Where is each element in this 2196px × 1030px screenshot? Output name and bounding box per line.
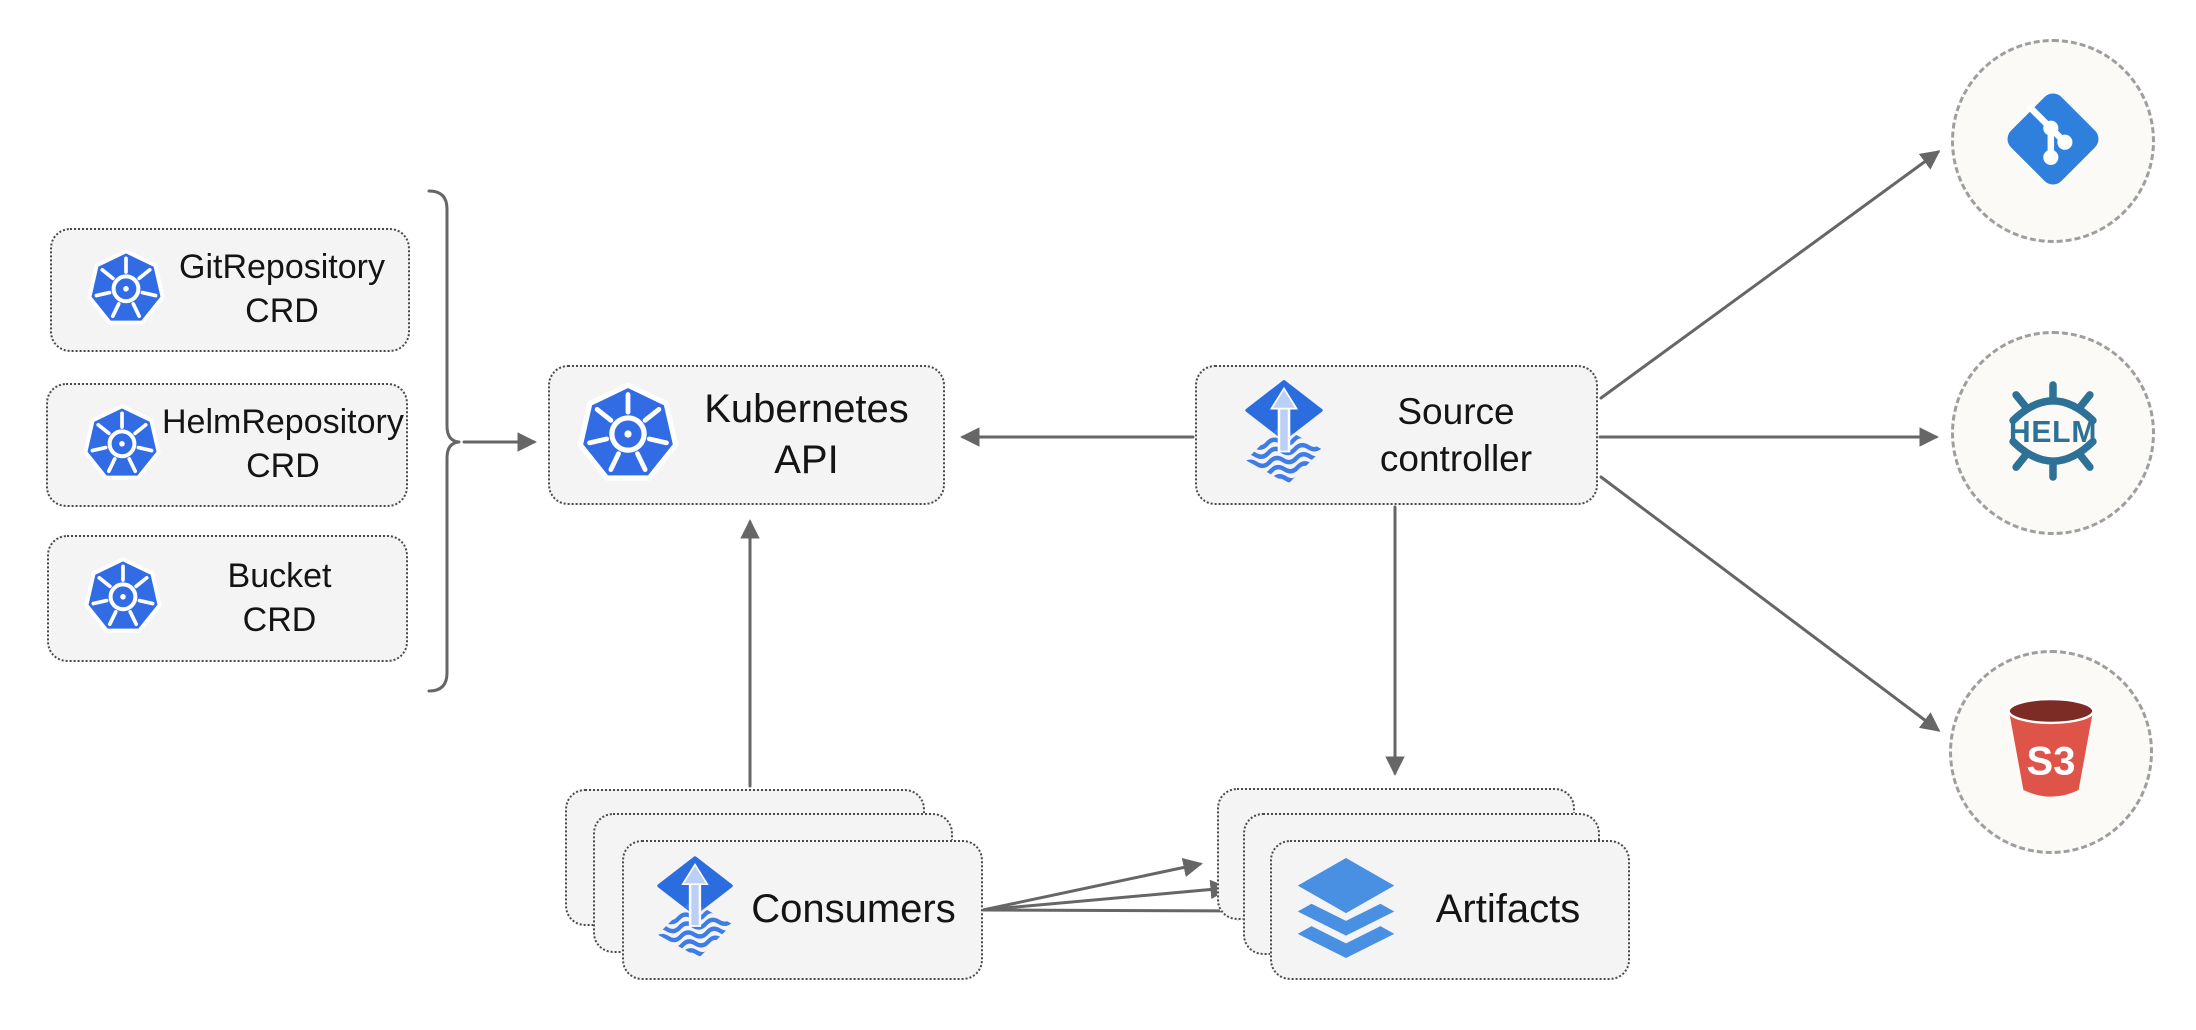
s3-bucket-icon: S3 <box>2003 691 2099 814</box>
crd-group-brace <box>427 189 461 693</box>
external-helm-repository: HELM <box>1951 331 2155 535</box>
kubernetes-icon <box>82 403 162 488</box>
arrow-consumers-to-artifacts-front <box>981 901 1257 921</box>
node-label: Source controller <box>1326 388 1596 483</box>
node-bucket-crd: Bucket CRD <box>47 535 408 662</box>
arrow-source-controller-to-git <box>1599 150 1941 400</box>
flux-icon <box>654 855 736 966</box>
node-label-line2: controller <box>1379 438 1533 479</box>
node-label: Bucket CRD <box>163 555 406 642</box>
arrow-consumers-to-artifacts-back <box>981 857 1203 912</box>
node-label-line1: HelmRepository <box>162 403 404 442</box>
node-label-line2: CRD <box>246 447 320 485</box>
helm-logo-text: HELM <box>2009 415 2097 448</box>
node-label-text: Kubernetes API <box>704 386 909 482</box>
node-label-line1: GitRepository <box>179 248 385 287</box>
node-label-line2: CRD <box>245 292 319 330</box>
kubernetes-icon <box>86 248 166 333</box>
arrow-consumers-to-artifacts-middle <box>981 879 1230 912</box>
node-kubernetes-api: Kubernetes API <box>548 365 945 505</box>
node-artifacts: Artifacts <box>1270 840 1630 980</box>
node-label: Consumers <box>736 884 981 935</box>
external-git-source <box>1951 39 2155 243</box>
layers-icon <box>1294 858 1398 963</box>
kubernetes-icon <box>576 381 680 490</box>
node-label: HelmRepository CRD <box>162 401 414 488</box>
node-label: GitRepository CRD <box>166 246 408 333</box>
node-label-line1: Source <box>1397 390 1515 432</box>
node-source-controller: Source controller <box>1195 365 1598 505</box>
flux-icon <box>1242 379 1326 492</box>
node-label: Kubernetes API <box>680 384 943 486</box>
helm-icon: HELM <box>1989 378 2117 489</box>
kubernetes-icon <box>83 556 163 641</box>
node-label-line1: Bucket <box>227 556 332 595</box>
node-label: Artifacts <box>1398 884 1628 935</box>
node-helmrepository-crd: HelmRepository CRD <box>46 383 408 507</box>
node-gitrepository-crd: GitRepository CRD <box>50 228 410 352</box>
git-icon <box>1999 85 2107 198</box>
node-label-text: Artifacts <box>1435 887 1581 932</box>
external-s3-bucket: S3 <box>1949 650 2153 854</box>
arrow-source-controller-to-s3 <box>1599 475 1941 732</box>
s3-logo-text: S3 <box>2027 739 2076 783</box>
node-label-text: Consumers <box>751 887 956 932</box>
node-consumers: Consumers <box>622 840 983 980</box>
node-label-line2: CRD <box>242 600 317 639</box>
